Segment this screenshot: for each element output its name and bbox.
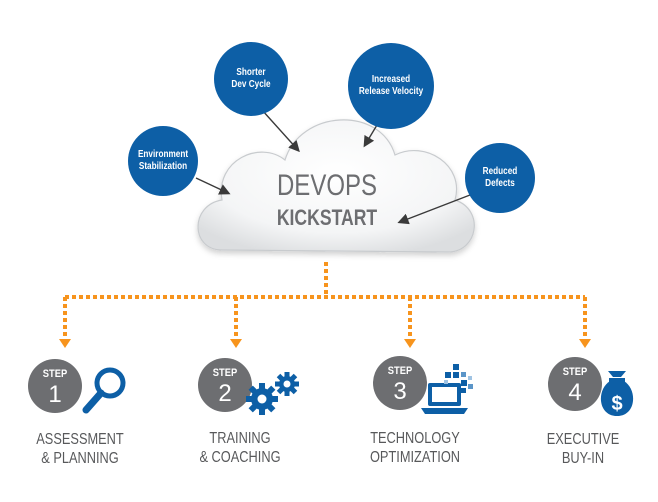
step-label-1: ASSESSMENT & PLANNING bbox=[36, 431, 124, 467]
benefit-bubbles bbox=[128, 42, 535, 213]
bubble-reduced bbox=[465, 143, 535, 213]
benefit-arrows bbox=[195, 109, 471, 225]
gears-icon bbox=[246, 372, 299, 415]
step-number-2: 2 bbox=[218, 380, 232, 407]
step-number-3: 3 bbox=[393, 378, 407, 405]
step-label-2: TRAINING & COACHING bbox=[199, 430, 281, 466]
bubble-label-reduced: Reduced Defects bbox=[482, 166, 518, 189]
magnifier-icon bbox=[82, 367, 126, 414]
step-connectors bbox=[63, 262, 587, 340]
step-label-3: TECHNOLOGY OPTIMIZATION bbox=[369, 430, 461, 466]
step-circle-4 bbox=[548, 357, 602, 411]
step-word-1: STEP bbox=[42, 368, 68, 380]
arrow-shorter bbox=[261, 109, 300, 153]
arrow-reduced bbox=[397, 194, 471, 225]
step-circle-1 bbox=[28, 359, 82, 413]
step-arrowheads bbox=[59, 339, 591, 348]
step-circle-3 bbox=[373, 356, 427, 410]
laptop-icon bbox=[421, 364, 473, 414]
cloud-title-line1: DEVOPS bbox=[276, 169, 378, 202]
cloud-title-line2: KICKSTART bbox=[276, 205, 378, 230]
arrow-environment bbox=[195, 177, 231, 195]
bubble-increased bbox=[348, 43, 434, 129]
bubble-environment bbox=[128, 126, 198, 196]
step-number-4: 4 bbox=[568, 379, 582, 406]
step-circles bbox=[28, 356, 602, 413]
step-word-4: STEP bbox=[562, 366, 588, 378]
step-word-2: STEP bbox=[212, 367, 238, 379]
bubble-label-shorter: Shorter Dev Cycle bbox=[231, 67, 271, 90]
bubble-label-increased: Increased Release Velocity bbox=[358, 74, 424, 97]
bubble-label-environment: Environment Stabilization bbox=[137, 149, 189, 172]
svg-text:$: $ bbox=[611, 393, 622, 415]
money-bag-icon: $ bbox=[600, 371, 634, 416]
step-word-3: STEP bbox=[387, 365, 413, 377]
bubble-shorter bbox=[214, 42, 288, 116]
step-number-1: 1 bbox=[48, 381, 62, 408]
step-circle-2 bbox=[198, 358, 252, 412]
step-label-4: EXECUTIVE BUY-IN bbox=[546, 431, 620, 467]
